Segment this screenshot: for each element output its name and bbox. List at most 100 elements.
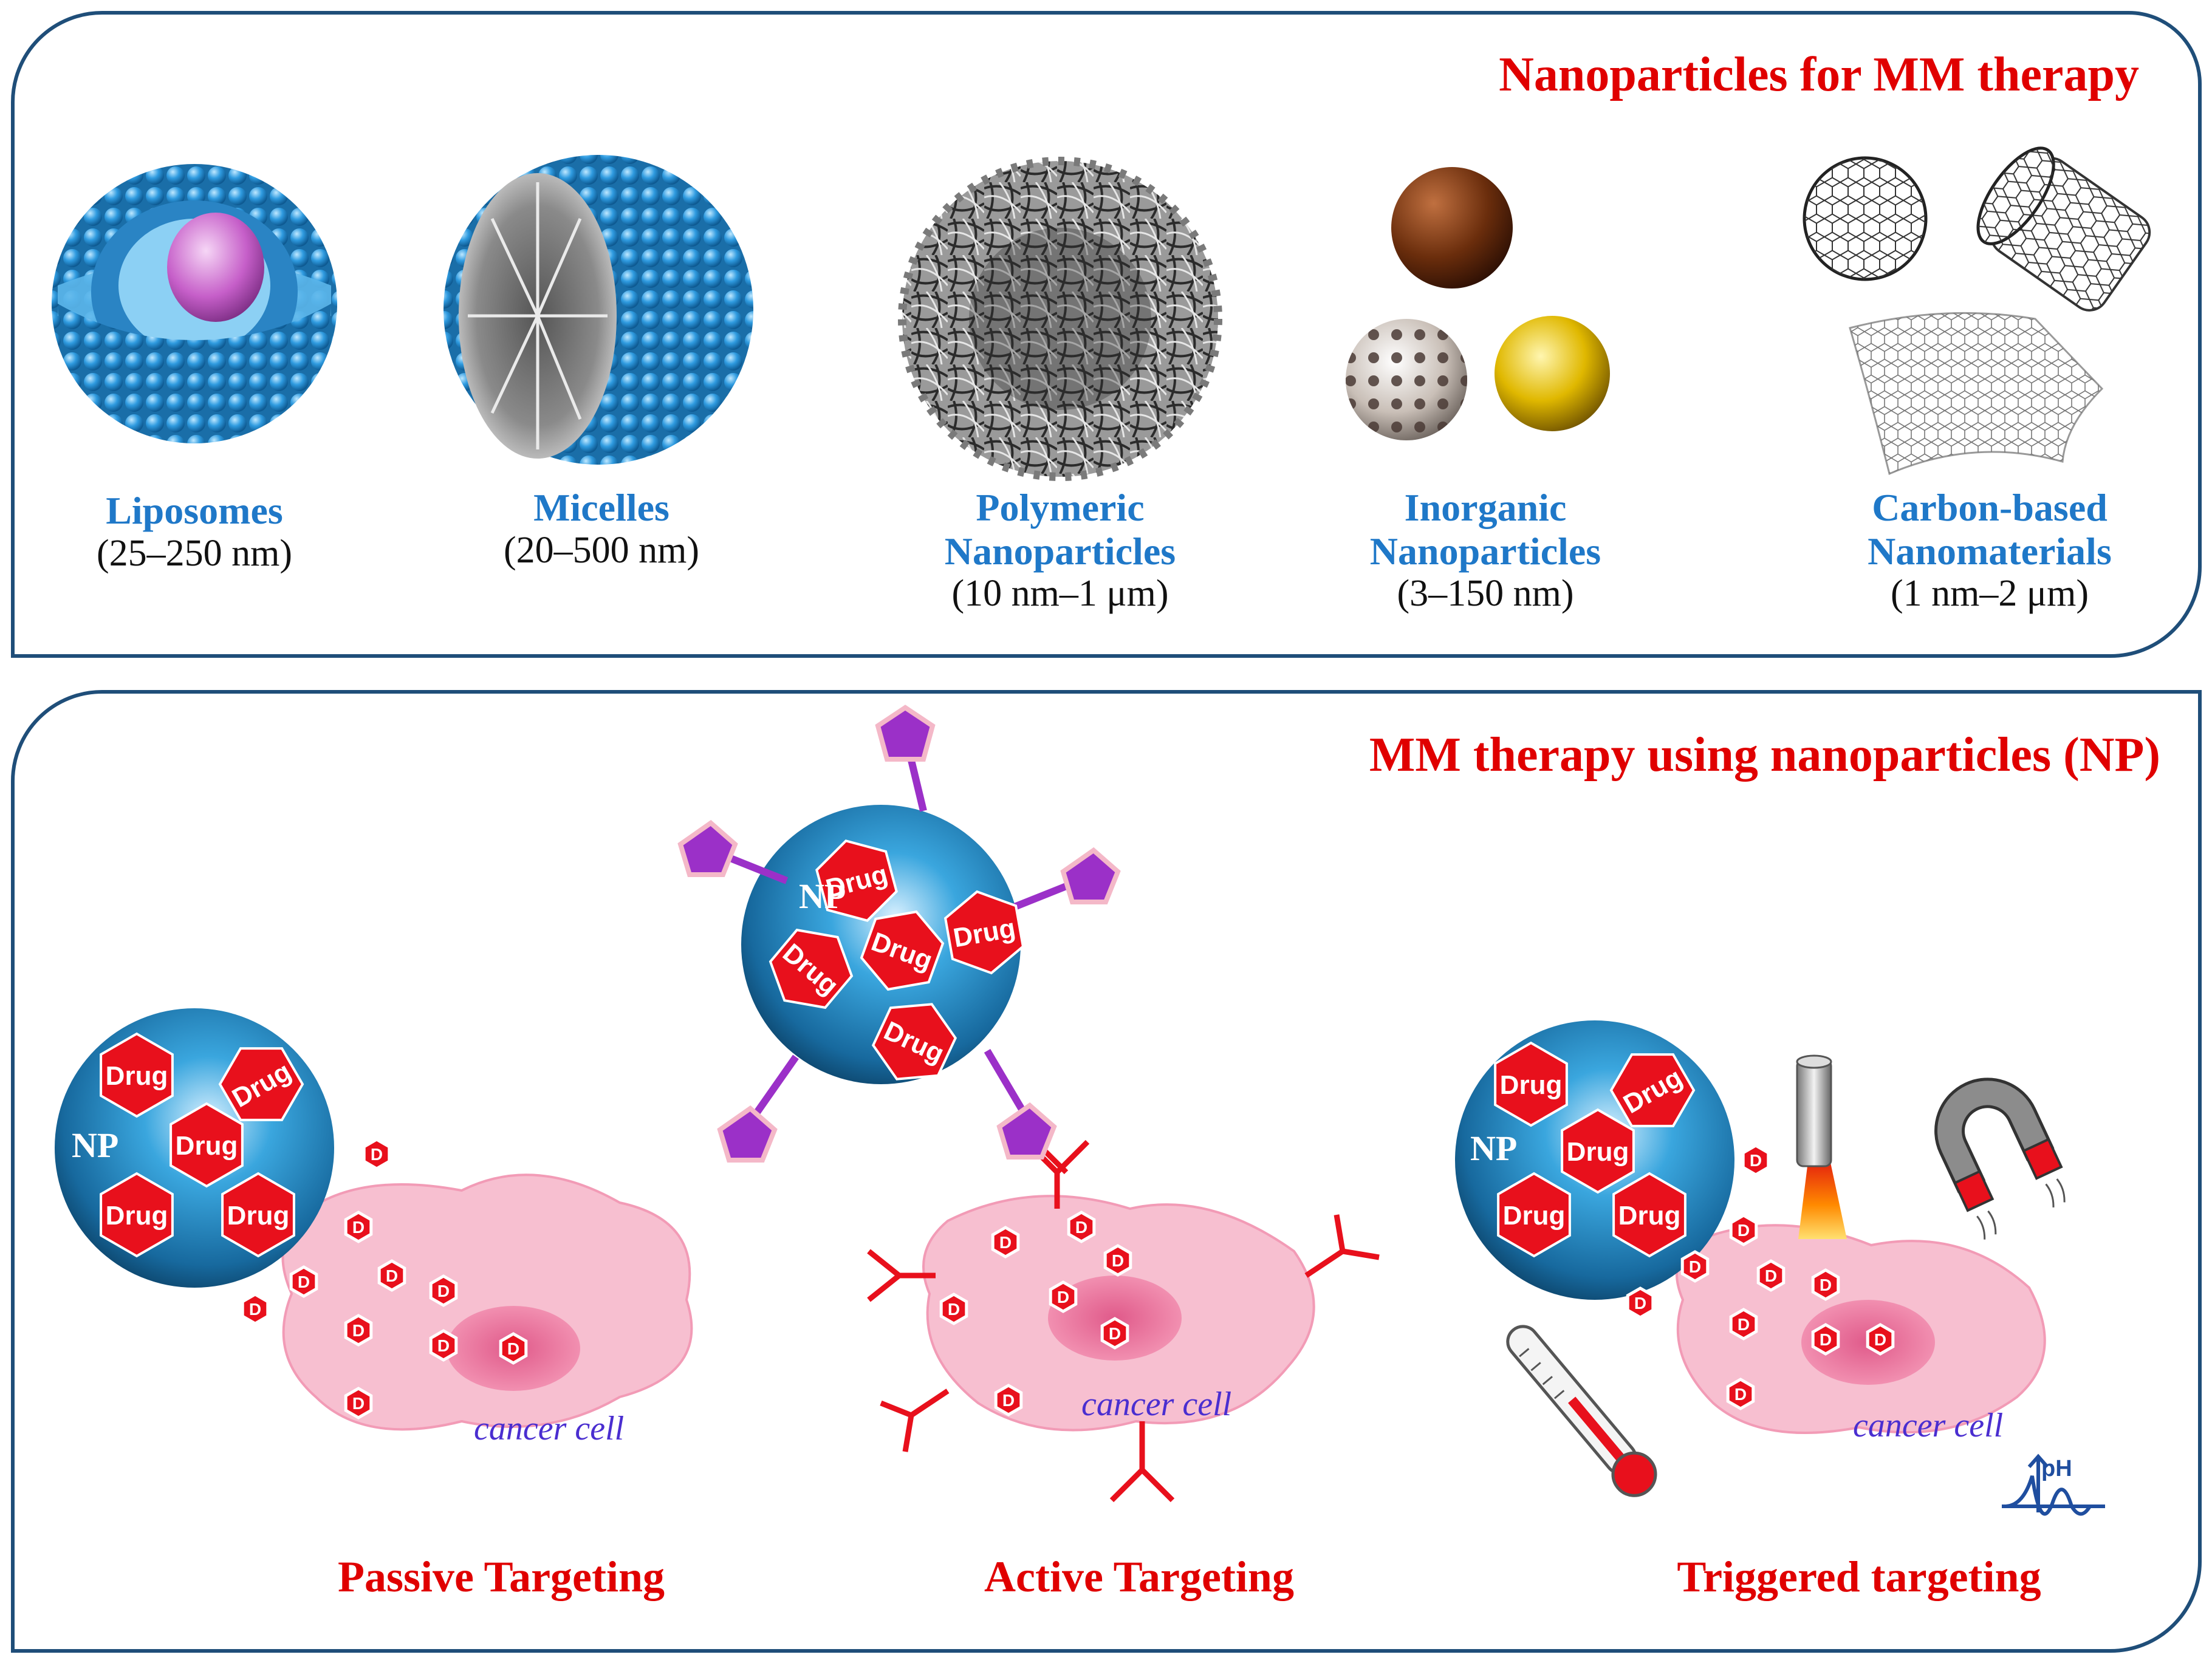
np-label-liposomes: Liposomes (25–250 nm) bbox=[0, 489, 407, 575]
cancer-cell-label-active: cancer cell bbox=[1081, 1385, 1231, 1423]
np-label-passive: NP bbox=[72, 1125, 118, 1165]
targeting-strategies-panel bbox=[11, 690, 2202, 1653]
released-drug-marker: D bbox=[1067, 1211, 1096, 1243]
np-size: (10 nm–1 μm) bbox=[951, 573, 1169, 615]
cancer-cell-label-triggered: cancer cell bbox=[1853, 1407, 2003, 1444]
antibody-receptors bbox=[867, 1139, 1380, 1503]
released-drug-marker-label: D bbox=[386, 1266, 398, 1285]
thermometer-icon bbox=[1506, 1325, 1657, 1497]
released-drug-marker-label: D bbox=[1109, 1324, 1121, 1343]
released-drug-marker: D bbox=[994, 1384, 1023, 1416]
top-panel-title: Nanoparticles for MM therapy bbox=[1499, 48, 2139, 101]
released-drug-marker: D bbox=[1680, 1250, 1710, 1283]
ligand-pentagon bbox=[875, 705, 936, 762]
np-name: Carbon-based bbox=[1872, 486, 2108, 529]
np-name-line2: Nanomaterials bbox=[1868, 529, 2112, 573]
released-drug-marker-label: D bbox=[352, 1218, 365, 1237]
ligand-pentagon bbox=[996, 1102, 1057, 1160]
drug-hexagon-label: Drug bbox=[1503, 1201, 1566, 1231]
laser-icon bbox=[1796, 1054, 1847, 1239]
drug-hexagon: Drug bbox=[769, 928, 854, 1009]
released-drug-marker: D bbox=[429, 1274, 458, 1307]
np-label-active: NP bbox=[799, 876, 846, 916]
released-drug-marker: D bbox=[1626, 1286, 1655, 1319]
released-drug-marker-label: D bbox=[1057, 1288, 1069, 1306]
released-drug-marker-label: D bbox=[1738, 1315, 1750, 1334]
released-drug-marker: D bbox=[939, 1293, 968, 1325]
drug-hexagon-label: Drug bbox=[106, 1201, 168, 1231]
released-drug-marker: D bbox=[344, 1314, 373, 1347]
released-drug-marker-label: D bbox=[352, 1321, 365, 1340]
released-drug-marker: D bbox=[344, 1211, 373, 1243]
bottom-panel-title: MM therapy using nanoparticles (NP) bbox=[1369, 728, 2160, 782]
released-drug-marker-label: D bbox=[437, 1336, 450, 1355]
strategy-active-label: Active Targeting bbox=[984, 1552, 1294, 1601]
drug-hexagon: Drug bbox=[1497, 1172, 1571, 1258]
released-drug-marker: D bbox=[1756, 1259, 1786, 1292]
np-size: (3–150 nm) bbox=[1397, 573, 1574, 615]
released-drug-marker: D bbox=[1811, 1268, 1840, 1301]
polymeric-nanoparticle-illustration bbox=[898, 157, 1222, 481]
released-drug-marker: D bbox=[499, 1332, 528, 1365]
drug-hexagon: Drug bbox=[218, 1047, 304, 1121]
drug-hexagon-label: Drug bbox=[106, 1061, 168, 1091]
np-label-inorganic: Inorganic Nanoparticles (3–150 nm) bbox=[1273, 486, 1698, 615]
released-drug-marker-label: D bbox=[249, 1300, 261, 1319]
released-drug-marker-label: D bbox=[1750, 1151, 1762, 1170]
drug-hexagon: Drug bbox=[871, 1003, 957, 1081]
released-drug-marker-label: D bbox=[999, 1233, 1012, 1252]
drug-hexagon: Drug bbox=[100, 1032, 174, 1118]
released-drug-marker-label: D bbox=[1734, 1385, 1747, 1404]
released-drug-marker: D bbox=[1811, 1323, 1840, 1356]
released-drug-marker-label: D bbox=[507, 1339, 519, 1358]
released-drug-marker-label: D bbox=[1874, 1330, 1886, 1349]
released-drug-marker-label: D bbox=[948, 1300, 960, 1319]
ligand-pentagon bbox=[677, 819, 738, 877]
released-drug-marker: D bbox=[1729, 1214, 1758, 1246]
released-drug-marker: D bbox=[1100, 1317, 1129, 1350]
ph-label: pH bbox=[2041, 1456, 2072, 1481]
drug-hexagon: Drug bbox=[1494, 1041, 1568, 1127]
ph-wave-icon bbox=[2002, 1453, 2105, 1516]
released-drug-marker: D bbox=[429, 1329, 458, 1362]
released-drug-marker: D bbox=[344, 1387, 373, 1419]
released-drug-marker-label: D bbox=[1634, 1294, 1646, 1313]
released-drug-marker: D bbox=[1103, 1244, 1132, 1277]
drug-hexagon: Drug bbox=[860, 910, 945, 991]
released-drug-marker-label: D bbox=[1738, 1221, 1750, 1240]
np-name: Polymeric bbox=[976, 486, 1145, 529]
drug-hexagon: Drug bbox=[943, 890, 1025, 975]
drug-hexagon: Drug bbox=[1612, 1172, 1686, 1258]
drug-hexagon: Drug bbox=[1561, 1108, 1635, 1194]
released-drug-marker-label: D bbox=[1112, 1251, 1124, 1270]
np-label-polymeric: Polymeric Nanoparticles (10 nm–1 μm) bbox=[847, 486, 1273, 615]
magnet-icon bbox=[1934, 1078, 2066, 1240]
np-size: (1 nm–2 μm) bbox=[1891, 573, 2089, 615]
drug-hexagon-label: Drug bbox=[227, 1201, 290, 1231]
released-drug-marker: D bbox=[1741, 1144, 1770, 1177]
np-name: Micelles bbox=[533, 486, 669, 529]
carbon-nanomaterials-illustration bbox=[1803, 146, 2151, 476]
released-drug-marker: D bbox=[377, 1259, 406, 1292]
np-label-carbon: Carbon-based Nanomaterials (1 nm–2 μm) bbox=[1777, 486, 2202, 615]
drug-hexagon-label: Drug bbox=[1567, 1137, 1629, 1167]
drug-hexagon-label: Drug bbox=[1618, 1201, 1681, 1231]
np-name: Inorganic bbox=[1404, 486, 1567, 529]
drug-hexagon: Drug bbox=[815, 839, 898, 922]
drug-hexagon: Drug bbox=[1609, 1053, 1696, 1127]
cancer-cell-passive bbox=[281, 1173, 693, 1431]
released-drug-marker: D bbox=[289, 1265, 318, 1298]
drug-hexagon-label: Drug bbox=[1500, 1070, 1563, 1100]
np-label-micelles: Micelles (20–500 nm) bbox=[389, 486, 814, 572]
released-drug-marker: D bbox=[241, 1293, 270, 1325]
released-drug-marker: D bbox=[991, 1226, 1020, 1259]
released-drug-marker: D bbox=[1726, 1378, 1755, 1410]
np-name-line2: Nanoparticles bbox=[1369, 529, 1601, 573]
np-name: Liposomes bbox=[106, 489, 283, 532]
released-drug-marker-label: D bbox=[1765, 1266, 1777, 1285]
released-drug-marker: D bbox=[1866, 1323, 1895, 1356]
np-name-line2: Nanoparticles bbox=[944, 529, 1176, 573]
ligand-pentagon bbox=[717, 1105, 778, 1163]
liposome-illustration bbox=[52, 164, 337, 443]
